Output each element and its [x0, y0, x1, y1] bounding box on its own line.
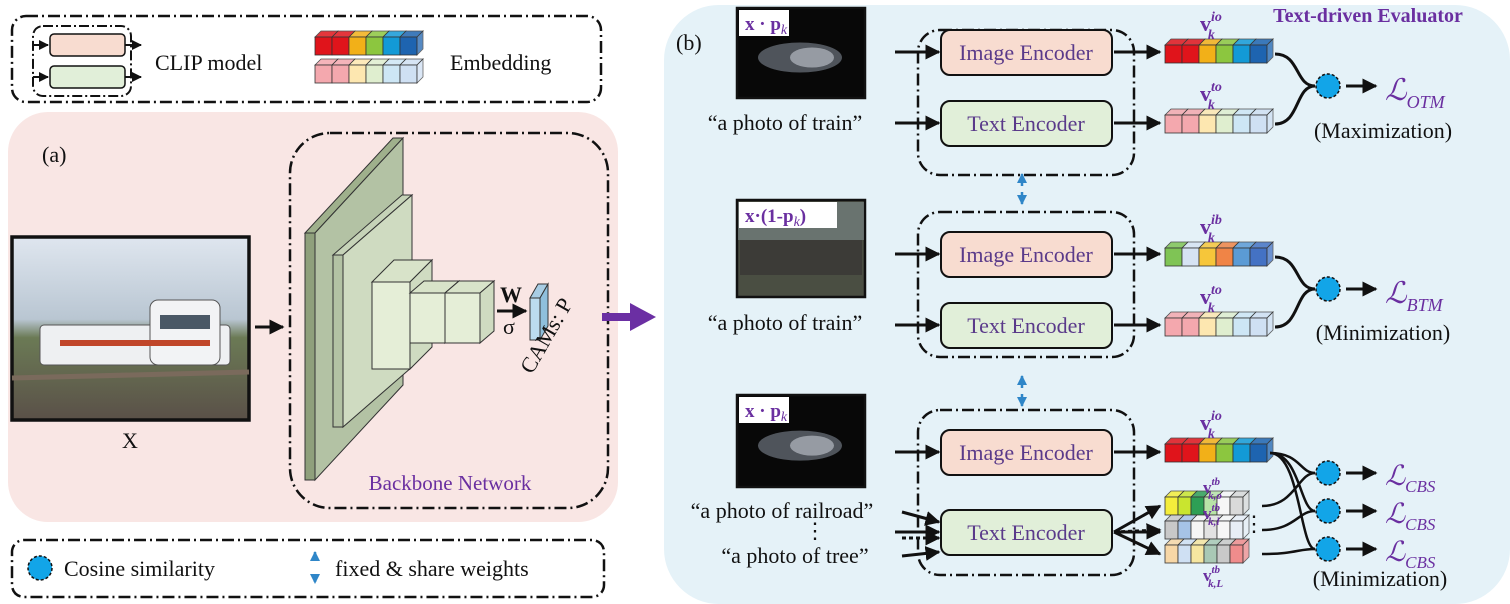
image-embedding-3	[1164, 437, 1274, 463]
image-embedding-1	[1164, 38, 1274, 64]
cosine-similarity-node	[1315, 536, 1341, 562]
masked-image-1: x · pk	[735, 6, 867, 100]
loss-label: ℒCBS	[1385, 537, 1436, 572]
legend-top: CLIP model Embedding	[10, 14, 603, 104]
text-encoder-label: Text Encoder	[967, 313, 1085, 338]
sigma-label: σ	[503, 314, 515, 339]
text-encoder-1: Text Encoder	[940, 100, 1113, 147]
legend-embedding-dark	[314, 30, 424, 56]
panel-a: (a) X	[8, 112, 618, 522]
masked-image-2: x·(1-pk)	[735, 198, 867, 299]
legend-image-encoder-swatch	[49, 33, 126, 57]
text-encoder-label: Text Encoder	[967, 520, 1085, 545]
legend-bottom: Cosine similarity fixed & share weights	[10, 538, 606, 599]
cosine-similarity-node	[1315, 276, 1341, 302]
legend-embedding-light	[314, 58, 424, 84]
cosine-similarity-node	[1315, 498, 1341, 524]
text-embedding-1	[1164, 108, 1274, 134]
class-text-embedding-2	[1164, 514, 1250, 540]
legend-embedding-dark-cubes	[314, 30, 424, 56]
backbone-label: Backbone Network	[369, 471, 532, 495]
cosine-label: Cosine similarity	[64, 556, 215, 581]
masked-image-3: x · pk	[735, 393, 867, 489]
input-train-image	[10, 235, 251, 422]
cosine-similarity-node	[1315, 460, 1341, 486]
image-encoder-1: Image Encoder	[940, 29, 1113, 76]
image-encoder-2: Image Encoder	[940, 231, 1113, 278]
text-encoder-label: Text Encoder	[967, 111, 1085, 136]
objective-label: (Maximization)	[1314, 118, 1452, 143]
clip-model-label: CLIP model	[155, 50, 262, 75]
text-encoder-3: Text Encoder	[940, 509, 1113, 556]
image-encoder-label: Image Encoder	[959, 242, 1093, 267]
legend-text-encoder-swatch	[49, 65, 126, 89]
clip-model-frame	[916, 408, 1136, 577]
objective-label: (Minimization)	[1316, 320, 1450, 345]
loss-label: ℒCBS	[1385, 499, 1436, 534]
evaluator-title: Text-driven Evaluator	[1273, 5, 1463, 27]
panel-transition-arrow	[602, 303, 656, 331]
weight-label: W	[500, 282, 522, 307]
objective-label: (Minimization)	[1313, 566, 1447, 591]
masked-image-caption: x·(1-pk)	[745, 206, 806, 230]
panel-a-label: (a)	[42, 142, 66, 167]
loss-label: ℒBTM	[1385, 277, 1444, 315]
image-encoder-label: Image Encoder	[959, 40, 1093, 65]
masked-image-caption: x · pk	[745, 14, 788, 38]
share-label: fixed & share weights	[335, 556, 529, 581]
text-encoder-2: Text Encoder	[940, 302, 1113, 349]
input-label: X	[122, 428, 138, 453]
image-encoder-label: Image Encoder	[959, 440, 1093, 465]
image-embedding-2	[1164, 241, 1274, 267]
legend-embedding-light-cubes	[314, 58, 424, 84]
masked-image-caption: x · pk	[745, 401, 788, 425]
class-text-embedding-1	[1164, 490, 1250, 516]
backbone-layers	[303, 136, 496, 482]
clip-model-frame	[916, 210, 1136, 359]
panel-b-label: (b)	[676, 30, 702, 55]
text-prompt: “a photo of train”	[708, 110, 863, 135]
image-encoder-3: Image Encoder	[940, 429, 1113, 476]
prompt-ellipsis: ⋮	[804, 518, 826, 543]
text-prompt-tree: “a photo of tree”	[721, 543, 868, 568]
loss-label: ℒCBS	[1385, 461, 1436, 496]
class-text-embedding-3	[1164, 538, 1250, 564]
text-prompt-railroad: “a photo of railroad”	[691, 498, 874, 523]
embedding-ellipsis: ⋮	[1243, 511, 1265, 536]
text-embedding-2	[1164, 311, 1274, 337]
cosine-similarity-node	[1315, 73, 1341, 99]
loss-label: ℒOTM	[1385, 74, 1446, 112]
text-prompt: “a photo of train”	[708, 310, 863, 335]
embedding-label: Embedding	[450, 50, 551, 75]
cosine-similarity-icon	[27, 555, 53, 581]
